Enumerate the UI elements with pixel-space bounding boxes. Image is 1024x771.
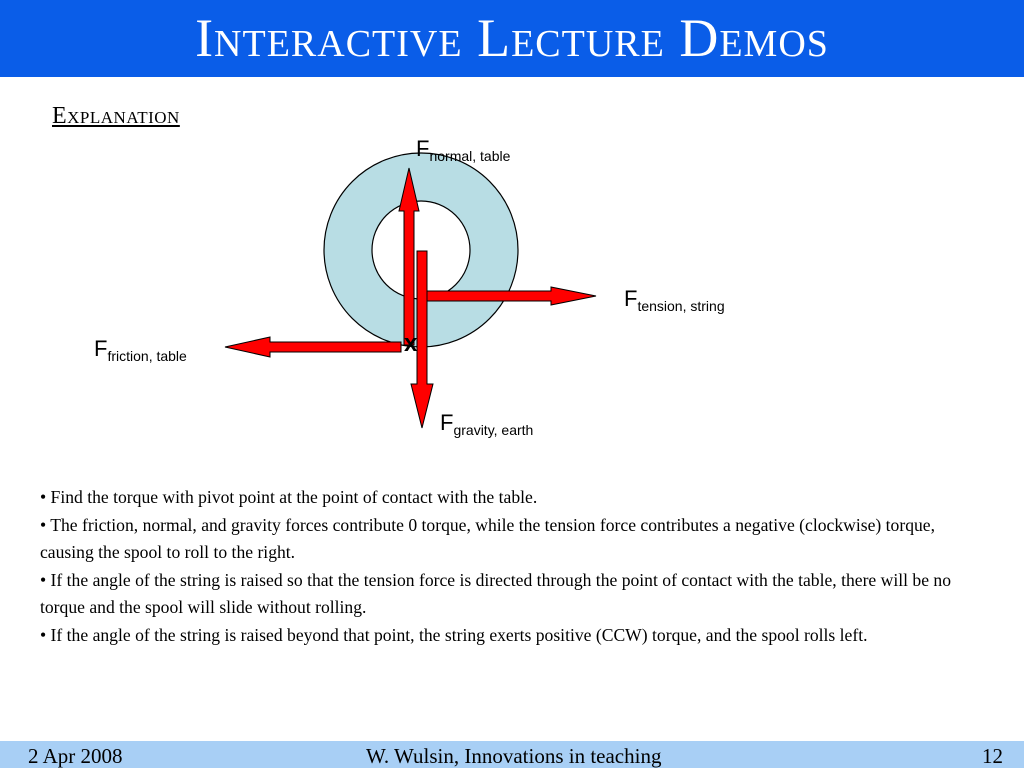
bullet-item: • If the angle of the string is raised b… <box>40 624 868 645</box>
footer-bar: 2 Apr 2008 W. Wulsin, Innovations in tea… <box>0 741 1024 768</box>
bullet-item: • The friction, normal, and gravity forc… <box>40 514 935 563</box>
tension-force-label: Ftension, string <box>624 286 725 314</box>
bullet-item: • Find the torque with pivot point at th… <box>40 487 538 507</box>
gravity-force-label: Fgravity, earth <box>440 410 534 438</box>
slide-title: Interactive Lecture Demos <box>195 8 829 68</box>
tension-force-arrow <box>424 286 597 306</box>
title-bar: Interactive Lecture Demos <box>0 0 1024 77</box>
pivot-point-marker: x <box>404 330 418 357</box>
gravity-force-arrow <box>410 250 434 429</box>
section-title: Explanation <box>52 103 180 129</box>
normal-force-arrow <box>398 167 420 346</box>
page-number: 12 <box>982 744 1003 768</box>
normal-force-label: Fnormal, table <box>416 136 511 164</box>
friction-force-arrow <box>224 336 402 358</box>
footer-author: W. Wulsin, Innovations in teaching <box>366 744 662 768</box>
bullet-item: • If the angle of the string is raised s… <box>40 569 952 618</box>
footer-date: 2 Apr 2008 <box>28 744 123 768</box>
friction-force-label: Ffriction, table <box>94 336 187 364</box>
explanation-bullets: • Find the torque with pivot point at th… <box>40 484 990 649</box>
